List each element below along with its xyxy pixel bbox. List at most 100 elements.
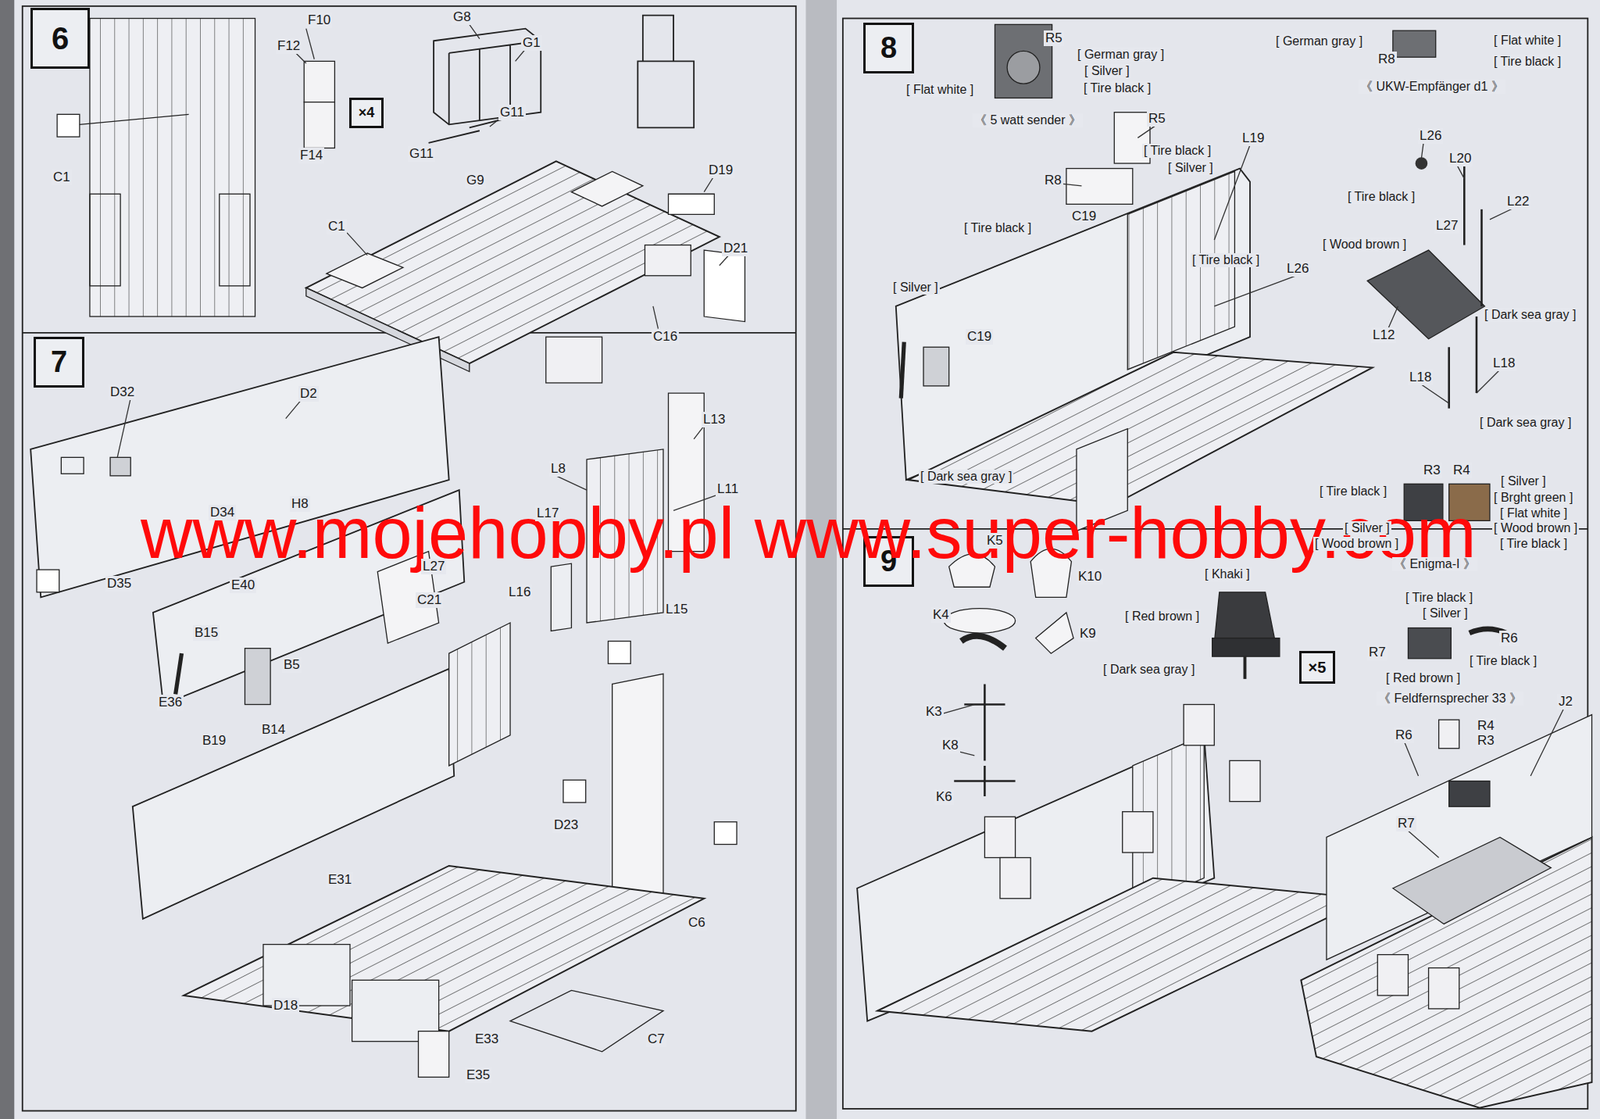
part-number: L27 [421, 558, 447, 575]
step-number: 8 [863, 22, 915, 74]
part-number: K4 [931, 607, 951, 623]
part-number: L20 [1447, 150, 1473, 167]
paint-callout: [ Red brown ] [1123, 609, 1201, 624]
part-number: R4 [1451, 462, 1472, 479]
part-number: E33 [473, 1031, 500, 1047]
equipment-name: 《 Feldfernsprecher 33 》 [1376, 691, 1524, 706]
quantity-box: ×4 [349, 97, 384, 129]
equipment-name: 《 UKW-Empfänger d1 》 [1358, 79, 1506, 94]
paint-callout: [ Silver ] [1499, 474, 1548, 489]
part-number: L27 [1434, 217, 1460, 234]
paint-callout: [ Wood brown ] [1492, 521, 1579, 536]
part-number: L12 [1371, 327, 1397, 343]
part-number: G11 [407, 146, 436, 162]
paint-callout: [ German gray ] [1274, 34, 1365, 49]
part-number: F14 [298, 147, 325, 164]
step-number: 6 [30, 7, 90, 69]
step-label: 6 [51, 21, 69, 57]
part-number: R7 [1396, 815, 1417, 832]
part-number: D19 [707, 162, 735, 179]
part-number: R3 [1475, 732, 1497, 749]
paint-callout: [ Flat white ] [1492, 33, 1563, 48]
paint-callout: [ Tire black ] [1498, 536, 1569, 551]
paint-callout: [ Tire black ] [1346, 189, 1417, 204]
part-number: B15 [192, 625, 220, 641]
equipment-name: 《 5 watt sender 》 [972, 113, 1083, 128]
part-number: C16 [651, 328, 679, 345]
part-number: D21 [721, 240, 750, 257]
paint-callout: [ Tire black ] [1467, 653, 1539, 668]
paint-callout: [ Wood brown ] [1321, 237, 1408, 252]
part-number: R5 [1146, 110, 1168, 127]
paint-callout: [ Khaki ] [1203, 567, 1252, 582]
part-number: G9 [464, 172, 486, 189]
paint-callout: [ Tire black ] [1142, 143, 1213, 158]
part-number: L8 [549, 460, 568, 477]
part-number: B19 [200, 732, 228, 749]
part-number: R8 [1042, 172, 1064, 189]
part-number: B14 [260, 721, 287, 738]
part-number: L18 [1407, 369, 1433, 386]
paint-callout: [ Dark sea gray ] [1478, 415, 1573, 430]
part-number: C1 [51, 169, 72, 186]
part-number: L15 [664, 601, 690, 618]
paint-callout: [ Tire black ] [1317, 484, 1389, 499]
paint-callout: [ Silver ] [1342, 521, 1392, 536]
part-number: L26 [1417, 128, 1443, 144]
part-number: G11 [498, 104, 526, 121]
part-number: G1 [521, 35, 543, 51]
part-number: L26 [1285, 260, 1311, 277]
part-number: J2 [1557, 693, 1575, 710]
part-number: L22 [1505, 193, 1531, 210]
part-number: G8 [451, 9, 473, 25]
part-number: B5 [282, 657, 302, 673]
step-label: 7 [50, 345, 68, 379]
equipment-name: 《 Enigma-I 》 [1392, 557, 1478, 572]
part-number: C21 [415, 592, 443, 608]
paint-callout: [ Silver ] [1082, 64, 1132, 79]
part-number: L18 [1491, 355, 1517, 372]
step-label: ×5 [1308, 658, 1327, 677]
part-number: R3 [1421, 462, 1443, 479]
part-number: C1 [326, 218, 347, 235]
part-number: D23 [552, 817, 580, 833]
paint-callout: [ Wood brown ] [1313, 536, 1400, 551]
paint-callout: [ Brght green ] [1492, 490, 1575, 505]
part-number: E35 [464, 1067, 492, 1083]
part-number: R6 [1499, 630, 1520, 647]
part-number: H8 [289, 496, 311, 512]
part-number: R4 [1475, 717, 1497, 734]
part-number: C19 [965, 328, 993, 345]
part-number: L13 [701, 411, 727, 428]
part-number: K3 [924, 703, 944, 720]
watermark: www.mojehobby.pl www.super-hobby.com [140, 496, 1477, 569]
step-label: 8 [880, 31, 897, 65]
part-number: L17 [535, 505, 561, 522]
part-number: D18 [271, 997, 300, 1014]
part-number: D2 [298, 385, 319, 402]
part-number: D32 [108, 384, 136, 400]
part-number: C19 [1070, 208, 1098, 225]
part-number: E40 [229, 577, 257, 593]
paint-callout: [ Dark sea gray ] [1101, 662, 1197, 677]
step-number: 7 [33, 336, 85, 388]
paint-callout: [ Dark sea gray ] [918, 469, 1014, 484]
part-number: K5 [985, 532, 1005, 549]
part-number: L16 [507, 584, 533, 600]
part-number: K10 [1076, 568, 1104, 585]
part-number: E31 [326, 871, 354, 888]
part-number: C6 [686, 914, 708, 931]
paint-callout: [ Flat white ] [904, 82, 975, 97]
part-number: E36 [157, 694, 184, 711]
part-number: C7 [646, 1031, 667, 1047]
part-number: F10 [306, 12, 333, 29]
step-label: ×4 [358, 104, 375, 122]
paint-callout: [ Red brown ] [1384, 671, 1462, 686]
paint-callout: [ Dark sea gray ] [1482, 307, 1578, 322]
paint-callout: [ Flat white ] [1498, 506, 1569, 521]
part-number: D35 [105, 575, 133, 592]
quantity-box: ×5 [1299, 650, 1336, 684]
paint-callout: [ Silver ] [1421, 606, 1470, 621]
part-number: K6 [934, 789, 954, 805]
part-number: L19 [1240, 130, 1266, 147]
